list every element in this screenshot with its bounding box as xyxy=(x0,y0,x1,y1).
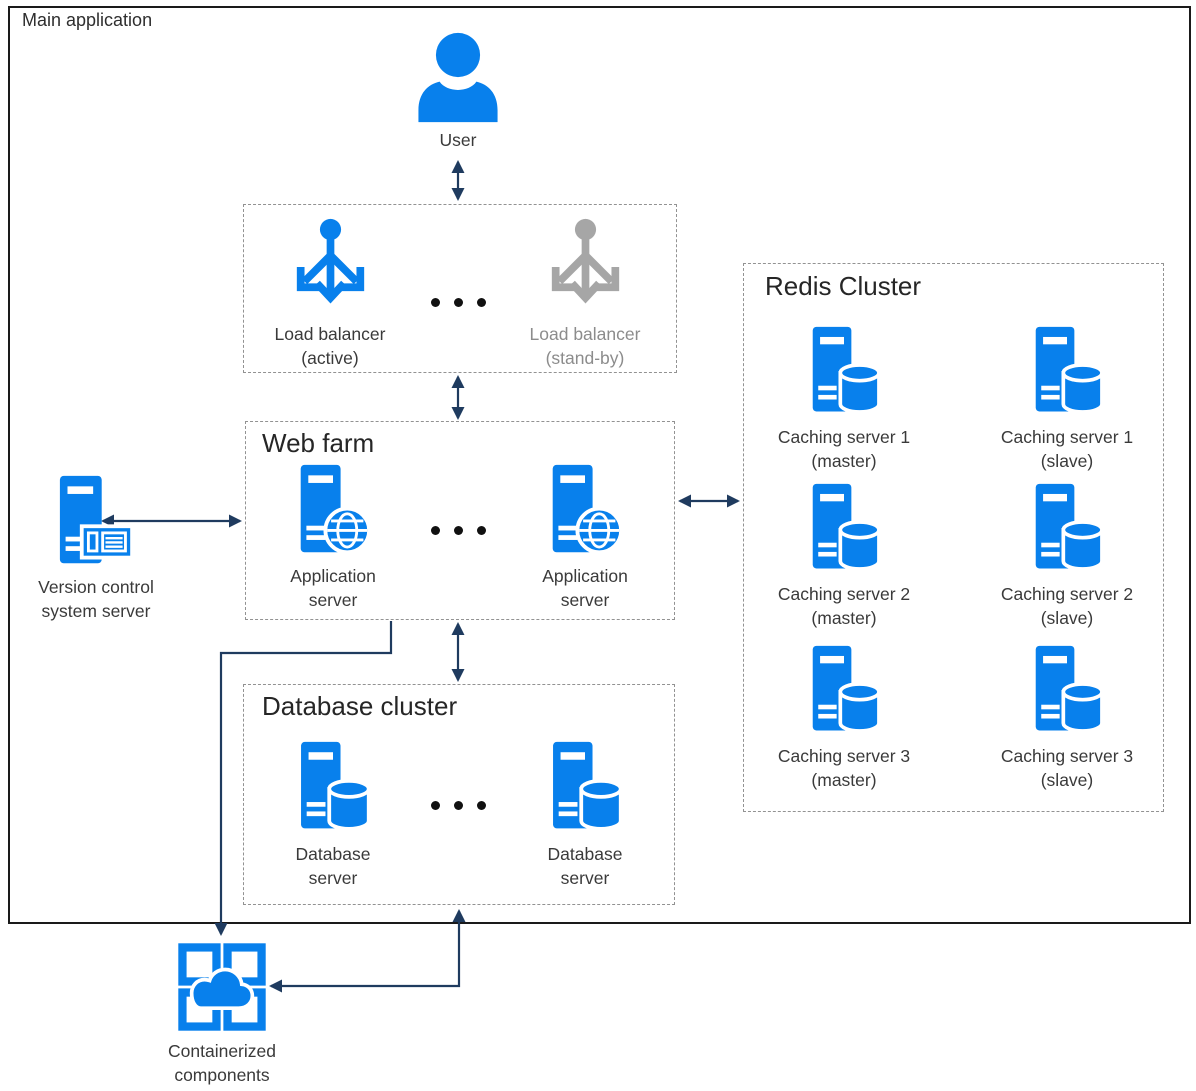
containerized-components-icon xyxy=(176,941,268,1033)
caching-server-label: Caching server 1 (master) xyxy=(778,425,910,473)
database-server-label: Database server xyxy=(296,842,371,890)
person-icon xyxy=(412,32,504,124)
node-caching-server-2-slave: Caching server 2 (slave) xyxy=(987,482,1147,630)
label-line: Application xyxy=(290,566,376,586)
redis-cluster-box xyxy=(743,263,1164,812)
node-database-server-1: Database server xyxy=(253,740,413,890)
label-line: Caching server 1 xyxy=(1000,427,1134,447)
label-line: Version control xyxy=(38,577,154,597)
web-farm-box xyxy=(245,421,675,620)
main-application-box xyxy=(8,6,1191,924)
redis-cluster-title: Redis Cluster xyxy=(765,271,922,301)
label-line: Caching server 2 xyxy=(1000,584,1134,604)
label-line: (master) xyxy=(811,451,877,471)
node-version-control-server: Version control system server xyxy=(13,474,179,623)
application-server-icon xyxy=(547,463,623,558)
containerized-components-label: Containerized components xyxy=(168,1039,276,1087)
label-line: (slave) xyxy=(1040,451,1094,471)
node-load-balancer-standby: Load balancer (stand-by) xyxy=(505,217,665,370)
label-line: Caching server 1 xyxy=(777,427,911,447)
node-caching-server-2-master: Caching server 2 (master) xyxy=(764,482,924,630)
label-line: Caching server 2 xyxy=(777,584,911,604)
node-application-server-2: Application server xyxy=(505,463,665,612)
label-line: Containerized xyxy=(168,1041,276,1061)
caching-server-icon xyxy=(1030,644,1104,736)
caching-server-icon xyxy=(807,482,881,574)
ellipsis-dots xyxy=(431,526,486,535)
caching-server-icon xyxy=(1030,482,1104,574)
label-line: (slave) xyxy=(1040,608,1094,628)
node-caching-server-1-master: Caching server 1 (master) xyxy=(764,325,924,473)
caching-server-label: Caching server 1 (slave) xyxy=(1001,425,1133,473)
database-server-icon xyxy=(547,740,623,834)
label-line: components xyxy=(174,1065,270,1085)
label-line: server xyxy=(560,868,610,888)
label-line: (active) xyxy=(301,348,359,368)
caching-server-icon xyxy=(807,644,881,736)
caching-server-label: Caching server 2 (slave) xyxy=(1001,582,1133,630)
application-server-label: Application server xyxy=(542,564,628,612)
application-server-icon xyxy=(295,463,371,558)
application-server-label: Application server xyxy=(290,564,376,612)
label-line: Caching server 3 xyxy=(1000,746,1134,766)
database-server-icon xyxy=(295,740,371,834)
label-line: Caching server 3 xyxy=(777,746,911,766)
caching-server-icon xyxy=(807,325,881,417)
database-cluster-title: Database cluster xyxy=(262,691,458,721)
node-containerized-components: Containerized components xyxy=(142,941,302,1087)
label-line: server xyxy=(308,590,358,610)
caching-server-label: Caching server 3 (master) xyxy=(778,744,910,792)
load-balancer-active-label: Load balancer (active) xyxy=(275,322,386,370)
label-line: (slave) xyxy=(1040,770,1094,790)
load-balancer-icon xyxy=(290,217,371,318)
load-balancer-icon xyxy=(545,217,626,318)
label-line: (master) xyxy=(811,770,877,790)
ellipsis-dots xyxy=(431,298,486,307)
version-control-label: Version control system server xyxy=(38,575,154,623)
node-caching-server-1-slave: Caching server 1 (slave) xyxy=(987,325,1147,473)
caching-server-label: Caching server 3 (slave) xyxy=(1001,744,1133,792)
main-application-label: Main application xyxy=(22,10,153,30)
label-line: server xyxy=(308,868,358,888)
label-line: Database xyxy=(295,844,371,864)
server-console-icon xyxy=(56,474,136,569)
load-balancer-standby-label: Load balancer (stand-by) xyxy=(530,322,641,370)
caching-server-icon xyxy=(1030,325,1104,417)
label-line: Load balancer xyxy=(274,324,386,344)
node-application-server-1: Application server xyxy=(253,463,413,612)
node-caching-server-3-master: Caching server 3 (master) xyxy=(764,644,924,792)
label-line: server xyxy=(560,590,610,610)
database-server-label: Database server xyxy=(548,842,623,890)
ellipsis-dots xyxy=(431,801,486,810)
node-database-server-2: Database server xyxy=(505,740,665,890)
label-line: system server xyxy=(41,601,151,621)
node-load-balancer-active: Load balancer (active) xyxy=(250,217,410,370)
label-line: Application xyxy=(542,566,628,586)
caching-server-label: Caching server 2 (master) xyxy=(778,582,910,630)
label-line: (stand-by) xyxy=(545,348,625,368)
label-line: Load balancer xyxy=(529,324,641,344)
label-line: Database xyxy=(547,844,623,864)
web-farm-title: Web farm xyxy=(262,428,375,458)
node-caching-server-3-slave: Caching server 3 (slave) xyxy=(987,644,1147,792)
load-balancer-group-box xyxy=(243,204,677,373)
user-label: User xyxy=(439,130,477,150)
node-user: User xyxy=(398,32,518,152)
label-line: (master) xyxy=(811,608,877,628)
